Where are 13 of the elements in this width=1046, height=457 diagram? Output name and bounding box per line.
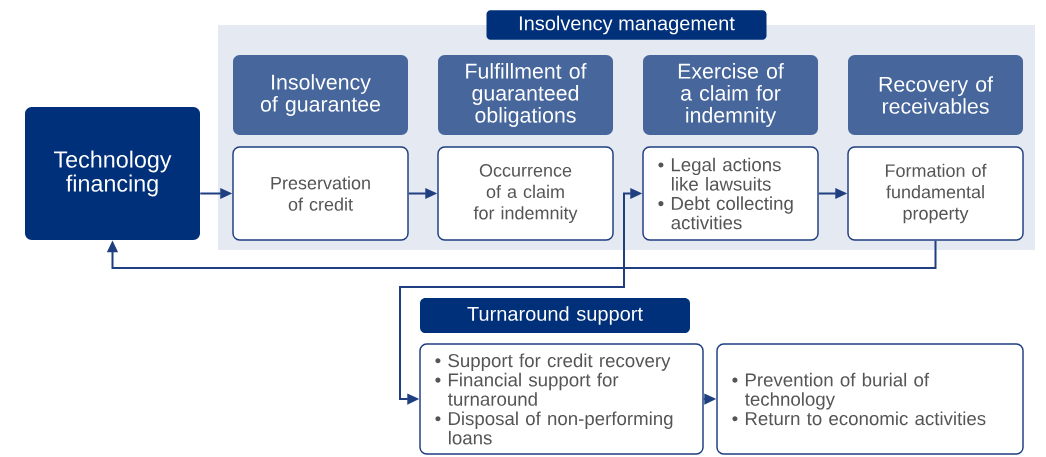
arrow — [106, 239, 937, 269]
stage-header: Recovery of receivables — [848, 55, 1023, 135]
stage-header: Exercise of a claim for indemnity — [643, 55, 818, 135]
section-header: Turnaround support — [420, 298, 690, 333]
process-box: Formation of fundamental property — [847, 146, 1024, 241]
stage-header: Fulfillment of guaranteed obligations — [438, 55, 613, 135]
bullet-list-box: • Support for credit recovery • Financial support for turnaround • Disposal of non-performing loans — [419, 343, 704, 455]
bullet-list-box: • Legal actions like lawsuits • Debt collecting activities — [642, 146, 819, 241]
process-box: Preservation of credit — [232, 146, 409, 241]
stage-header: Insolvency of guarantee — [233, 55, 408, 135]
bullet-list-box: • Prevention of burial of technology • Return to economic activities — [716, 343, 1024, 455]
start-box: Technology financing — [25, 107, 200, 240]
process-box: Occurrence of a claim for indemnity — [437, 146, 614, 241]
